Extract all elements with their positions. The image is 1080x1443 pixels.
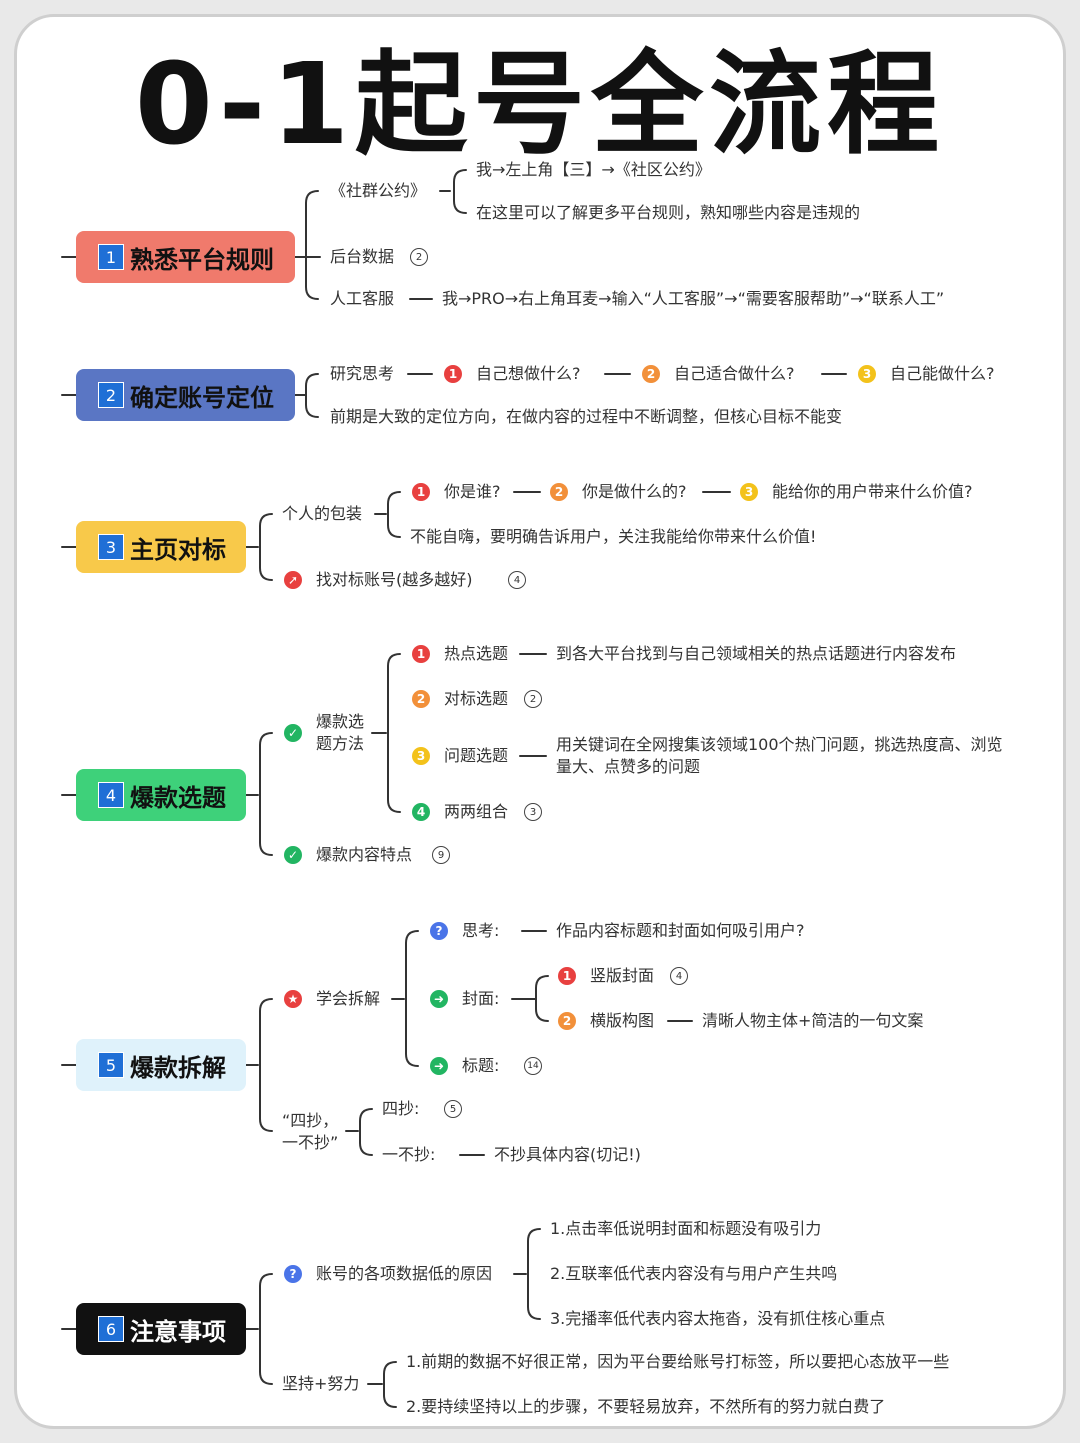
s4-question-topics-desc: 用关键词在全网搜集该领域100个热门问题，挑选热度高、浏览量大、点赞多的问题	[556, 735, 1003, 776]
number-3-icon: 3	[412, 747, 430, 765]
s1-backend-data: 后台数据	[330, 247, 395, 266]
category-number: 4	[98, 782, 124, 808]
number-1-icon: 1	[444, 365, 462, 383]
s6-reason-2: 2.互联率低代表内容没有与用户产生共鸣	[550, 1264, 838, 1283]
category-label: 注意事项	[130, 1317, 226, 1346]
s4-combination-badge: 3	[524, 803, 542, 821]
s5-cover: 封面:	[462, 989, 500, 1008]
s5-horizontal-desc: 清晰人物主体+简洁的一句文案	[702, 1011, 924, 1030]
s5-title: 标题:	[462, 1056, 500, 1075]
s2-research: 研究思考	[330, 364, 395, 383]
category-4: 4 爆款选题	[76, 769, 246, 821]
s5-four-copy: “四抄，一不抄”	[282, 1111, 339, 1152]
s5-copy-four: 四抄:	[382, 1099, 420, 1118]
s4-topic-methods: 爆款选题方法	[316, 712, 365, 753]
check-icon: ✓	[284, 724, 302, 742]
category-number: 6	[98, 1316, 124, 1342]
s4-hot-topics: 热点选题	[444, 644, 509, 663]
category-number: 2	[98, 382, 124, 408]
s4-benchmark-topics: 对标选题	[444, 689, 509, 708]
s2-question-3: 自己能做什么?	[890, 364, 995, 383]
category-2: 2 确定账号定位	[76, 369, 295, 421]
runner-icon: ➜	[430, 1057, 448, 1075]
s5-no-copy-desc: 不抄具体内容(切记!)	[494, 1145, 641, 1164]
number-1-icon: 1	[412, 645, 430, 663]
number-3-icon: 3	[858, 365, 876, 383]
s5-vertical-badge: 4	[670, 967, 688, 985]
number-2-icon: 2	[550, 483, 568, 501]
category-6: 6 注意事项	[76, 1303, 246, 1355]
s6-persist-1: 1.前期的数据不好很正常，因为平台要给账号打标签，所以要把心态放平一些	[406, 1352, 950, 1371]
s3-question-3: 能给你的用户带来什么价值?	[772, 482, 973, 501]
s4-question-topics: 问题选题	[444, 746, 509, 765]
s3-find-benchmarks: 找对标账号(越多越好)	[316, 570, 473, 589]
s1-rules-path: 我→左上角【三】→《社区公约》	[476, 160, 711, 179]
s5-horizontal-layout: 横版构图	[590, 1011, 655, 1030]
number-3-icon: 3	[740, 483, 758, 501]
category-number: 1	[98, 244, 124, 270]
number-2-icon: 2	[412, 690, 430, 708]
s4-hot-topics-desc: 到各大平台找到与自己领域相关的热点话题进行内容发布	[556, 644, 957, 663]
s1-service-path: 我→PRO→右上角耳麦→输入“人工客服”→“需要客服帮助”→“联系人工”	[442, 289, 945, 308]
s4-features-badge: 9	[432, 846, 450, 864]
question-icon: ?	[284, 1265, 302, 1283]
number-2-icon: 2	[642, 365, 660, 383]
s2-question-2: 自己适合做什么?	[674, 364, 795, 383]
s3-question-1: 你是谁?	[444, 482, 501, 501]
s6-low-data-reasons: 账号的各项数据低的原因	[316, 1264, 493, 1283]
rocket-icon: ➚	[284, 571, 302, 589]
s5-learn-breakdown: 学会拆解	[316, 989, 381, 1008]
category-number: 3	[98, 534, 124, 560]
s6-persist-2: 2.要持续坚持以上的步骤，不要轻易放弃，不然所有的努力就白费了	[406, 1397, 886, 1416]
category-label: 主页对标	[130, 535, 226, 564]
s3-personal-packaging: 个人的包装	[282, 504, 363, 523]
s5-think-desc: 作品内容标题和封面如何吸引用户?	[556, 921, 805, 940]
s1-customer-service: 人工客服	[330, 289, 395, 308]
s4-combination: 两两组合	[444, 802, 509, 821]
s1-rules-note: 在这里可以了解更多平台规则，熟知哪些内容是违规的	[476, 203, 861, 222]
s5-copy-badge: 5	[444, 1100, 462, 1118]
s5-think: 思考:	[462, 921, 500, 940]
s4-benchmark-badge: 2	[524, 690, 542, 708]
s1-backend-badge: 2	[410, 248, 428, 266]
s6-reason-1: 1.点击率低说明封面和标题没有吸引力	[550, 1219, 822, 1238]
s2-positioning-note: 前期是大致的定位方向，在做内容的过程中不断调整，但核心目标不能变	[330, 407, 843, 426]
category-label: 爆款拆解	[130, 1053, 226, 1082]
s4-content-features: 爆款内容特点	[316, 845, 413, 864]
s1-community-rules: 《社群公约》	[330, 181, 427, 200]
page-title: 0-1起号全流程	[134, 40, 946, 170]
category-3: 3 主页对标	[76, 521, 246, 573]
category-label: 确定账号定位	[130, 383, 274, 412]
s5-vertical-cover: 竖版封面	[590, 966, 655, 985]
s3-question-2: 你是做什么的?	[582, 482, 687, 501]
category-label: 熟悉平台规则	[130, 245, 274, 274]
s2-question-1: 自己想做什么?	[476, 364, 581, 383]
s3-benchmark-badge: 4	[508, 571, 526, 589]
s3-value-note: 不能自嗨，要明确告诉用户，关注我能给你带来什么价值!	[410, 527, 817, 546]
s6-persist: 坚持+努力	[282, 1374, 360, 1393]
thumbs-up-icon: ★	[284, 990, 302, 1008]
category-label: 爆款选题	[130, 783, 226, 812]
s6-reason-3: 3.完播率低代表内容太拖沓，没有抓住核心重点	[550, 1309, 886, 1328]
check-icon: ✓	[284, 846, 302, 864]
category-1: 1 熟悉平台规则	[76, 231, 295, 283]
number-1-icon: 1	[412, 483, 430, 501]
s5-no-copy: 一不抄:	[382, 1145, 436, 1164]
s5-title-badge: 14	[524, 1057, 542, 1075]
category-5: 5 爆款拆解	[76, 1039, 246, 1091]
runner-icon: ➜	[430, 990, 448, 1008]
question-icon: ?	[430, 922, 448, 940]
category-number: 5	[98, 1052, 124, 1078]
number-4-icon: 4	[412, 803, 430, 821]
number-1-icon: 1	[558, 967, 576, 985]
number-2-icon: 2	[558, 1012, 576, 1030]
